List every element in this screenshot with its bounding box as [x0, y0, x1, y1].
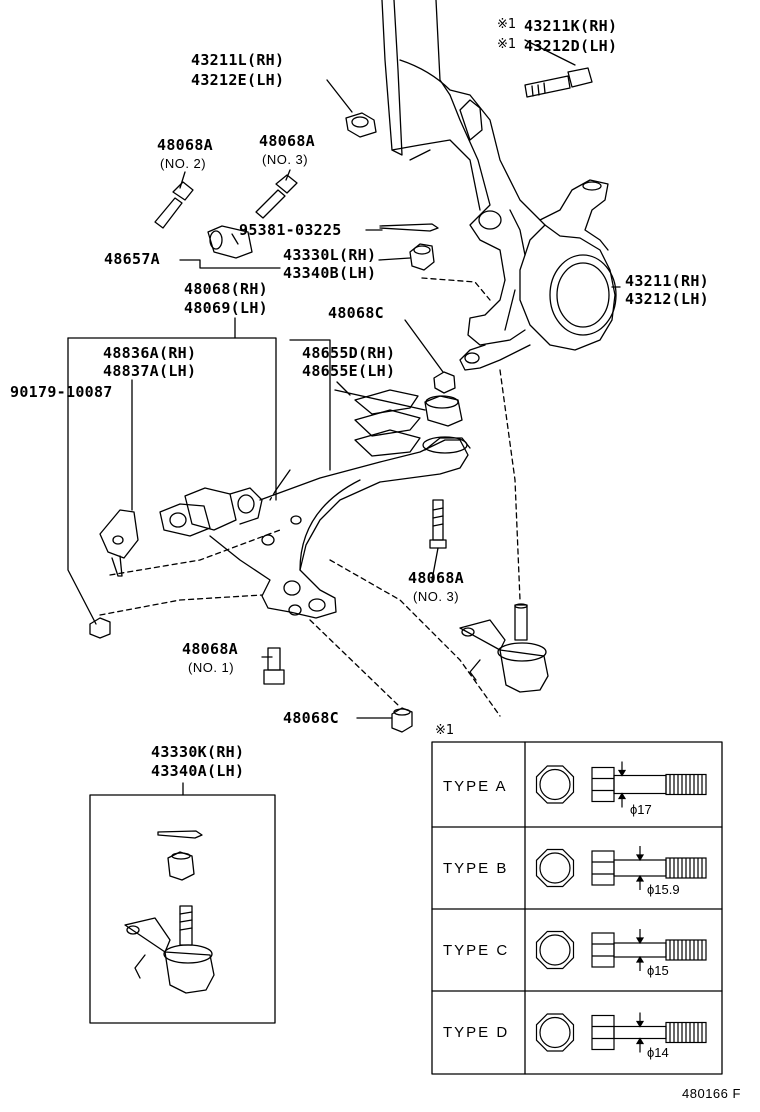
nut-43211l — [345, 112, 377, 138]
label-48837a-lh: 48837A(LH) — [103, 362, 197, 380]
table-bolt-type-b — [535, 846, 707, 890]
stopper-plates — [354, 389, 421, 457]
label-43212e-lh: 43212E(LH) — [191, 71, 285, 89]
label-43212d-lh: 43212D(LH) — [524, 37, 618, 55]
label-48657a: 48657A — [104, 250, 160, 268]
note-symbol-2: ※1 — [497, 37, 517, 52]
label-90179-10087: 90179-10087 — [10, 383, 113, 401]
ball-joint-kit-box — [89, 794, 276, 1024]
label-no2: (NO. 2) — [160, 156, 207, 171]
label-43340a-lh: 43340A(LH) — [151, 762, 245, 780]
type-b-label: TYPE B — [443, 860, 509, 877]
table-bolt-type-d — [535, 1012, 707, 1053]
bolt-48068a-no2 — [154, 181, 194, 229]
type-b-diameter: ϕ15.9 — [647, 882, 680, 897]
table-bolt-type-a — [535, 761, 707, 808]
type-a-label: TYPE A — [443, 778, 508, 795]
type-d-diameter: ϕ14 — [647, 1045, 669, 1060]
nut-48068c-top — [433, 371, 456, 394]
label-48655d-rh: 48655D(RH) — [302, 344, 396, 362]
table-bolt-type-c — [535, 929, 707, 971]
label-48068a-no1: 48068A — [182, 640, 238, 658]
nut-90179 — [89, 617, 111, 639]
label-43212-lh: 43212(LH) — [625, 290, 709, 308]
table-note-symbol: ※1 — [435, 723, 455, 738]
bushing-48655d — [424, 395, 463, 427]
bracket-48836a — [99, 509, 139, 577]
leader-lines — [67, 39, 621, 796]
type-c-diameter: ϕ15 — [647, 963, 669, 978]
bolt-48068a-no3-top — [255, 174, 298, 219]
type-c-label: TYPE C — [443, 942, 510, 959]
bolt-type-table — [431, 741, 723, 1075]
label-48068c-bottom: 48068C — [283, 709, 339, 727]
label-48655e-lh: 48655E(LH) — [302, 362, 396, 380]
label-43211k-rh: 43211K(RH) — [524, 17, 618, 35]
label-43330l-rh: 43330L(RH) — [283, 246, 377, 264]
table-bolt-drawings — [535, 761, 707, 1053]
label-no3-mid: (NO. 3) — [413, 589, 460, 604]
label-48069-lh: 48069(LH) — [184, 299, 268, 317]
steering-knuckle — [381, 0, 617, 371]
cotter-pin — [379, 223, 439, 232]
type-a-diameter: ϕ17 — [630, 802, 652, 817]
nut-48068c-bottom — [391, 707, 413, 733]
label-no3-top: (NO. 3) — [262, 152, 309, 167]
bolt-48068a-no1 — [263, 647, 285, 685]
label-95381-03225: 95381-03225 — [239, 221, 342, 239]
label-no1: (NO. 1) — [188, 660, 235, 675]
label-48068-rh: 48068(RH) — [184, 280, 268, 298]
kit-castle-nut — [167, 851, 195, 881]
label-48836a-rh: 48836A(RH) — [103, 344, 197, 362]
label-48068a-no2: 48068A — [157, 136, 213, 154]
label-43330k-rh: 43330K(RH) — [151, 743, 245, 761]
kit-cotter-pin — [157, 830, 203, 839]
label-43211l-rh: 43211L(RH) — [191, 51, 285, 69]
bracket-48657a — [207, 225, 253, 259]
label-43211-rh: 43211(RH) — [625, 272, 709, 290]
type-d-label: TYPE D — [443, 1024, 510, 1041]
label-43340b-lh: 43340B(LH) — [283, 264, 377, 282]
bolt-48068a-no3-mid — [429, 499, 447, 549]
castle-nut-43330l — [409, 243, 435, 271]
dashed-leaders — [99, 277, 521, 717]
kit-ball-joint — [124, 905, 215, 994]
label-48068c-top: 48068C — [328, 304, 384, 322]
label-48068a-no3-mid: 48068A — [408, 569, 464, 587]
ball-joint-right — [459, 603, 549, 693]
lower-control-arm — [159, 436, 471, 619]
flange-bolt-43211k — [524, 67, 593, 98]
label-48068a-no3-top: 48068A — [259, 132, 315, 150]
note-symbol-1: ※1 — [497, 17, 517, 32]
figure-id: 480166 F — [682, 1086, 741, 1101]
